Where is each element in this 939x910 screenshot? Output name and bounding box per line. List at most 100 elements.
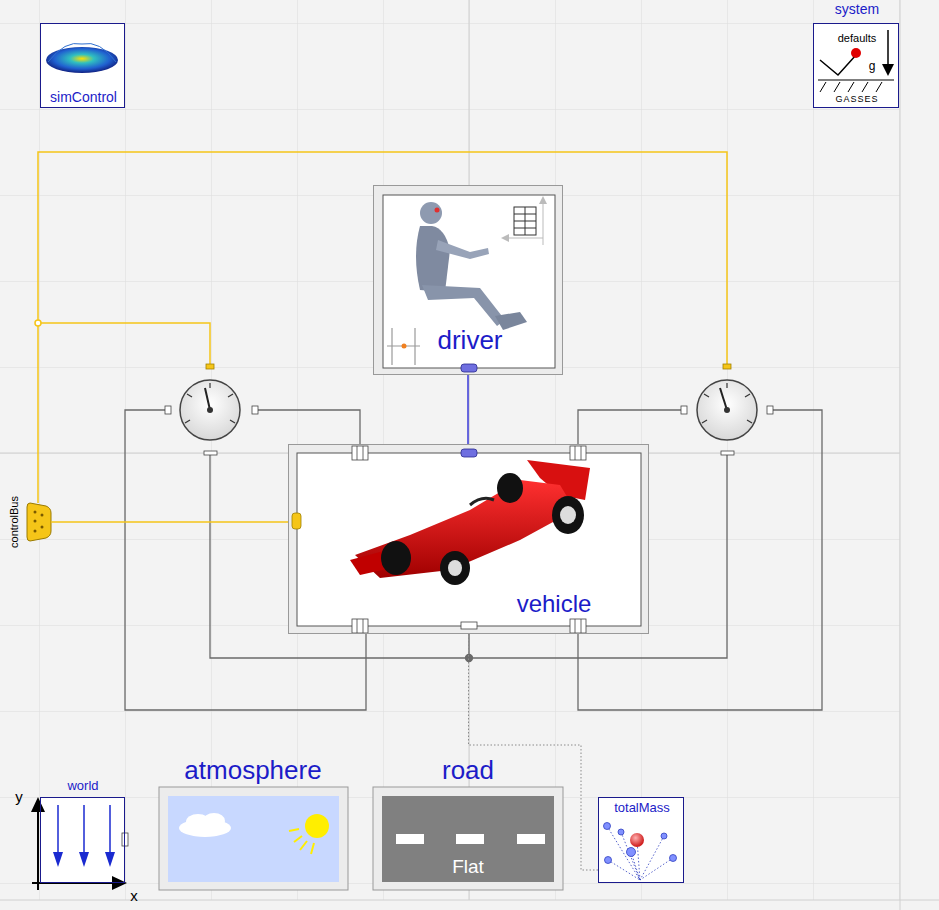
- world-icon: [122, 833, 128, 846]
- atmosphere-icon: [289, 829, 299, 831]
- bus-wire: [206, 364, 214, 369]
- speed-sensor: [252, 406, 258, 414]
- speed-sensor: [207, 407, 213, 413]
- totalmass-icon: [630, 833, 644, 847]
- vehicle-ports: [461, 449, 477, 457]
- bus-line: [51, 521, 288, 523]
- vehicle-ports: [352, 619, 368, 633]
- driver-icon: [420, 202, 442, 224]
- vehicle-ports: [357, 619, 358, 633]
- system-icon: [820, 82, 882, 92]
- system-icon: [876, 82, 882, 92]
- vehicle-block: vehicle: [288, 444, 649, 634]
- world-icon: [105, 852, 115, 867]
- vehicle-icon: [440, 551, 470, 585]
- road-icon: [373, 787, 563, 890]
- atmosphere-icon: [311, 843, 314, 854]
- system-icon: [851, 48, 861, 58]
- atmosphere-icon: [289, 829, 314, 854]
- connect-line: [467, 375, 469, 444]
- road-icon: [396, 834, 545, 844]
- block-text: g: [869, 60, 876, 73]
- world-block: worldyx: [40, 797, 125, 883]
- totalmass-icon: [627, 848, 636, 857]
- bus-connector: [41, 526, 44, 529]
- world-icon: [53, 852, 63, 867]
- block-label: totalMass: [614, 801, 670, 815]
- atmosphere-block: atmosphere: [159, 787, 348, 890]
- totalmass-icon: [640, 836, 664, 880]
- totalmass-icon: [607, 826, 673, 880]
- block-text: defaults: [838, 32, 877, 44]
- driver-icon: [373, 185, 563, 375]
- mass-link: [469, 634, 599, 870]
- vehicle-ports: [575, 446, 576, 460]
- bus-wire: [38, 323, 210, 365]
- vehicle-ports: [461, 622, 477, 629]
- flange-wire: [255, 410, 360, 444]
- driver-icon: [435, 208, 440, 213]
- block-label: system: [835, 2, 879, 17]
- grid: [0, 0, 900, 900]
- totalmass-block: totalMass: [598, 797, 684, 883]
- driver-icon: [383, 195, 555, 368]
- vehicle-ports: [461, 364, 477, 372]
- driver-icon: [505, 238, 543, 239]
- road-icon: [517, 834, 545, 844]
- vehicle-ports: [570, 619, 586, 633]
- speed-sensor: [721, 451, 734, 455]
- speed-sensor: [697, 380, 757, 440]
- vehicle-ports: [581, 446, 582, 460]
- road-icon: [382, 796, 554, 882]
- bus-wire: [723, 364, 731, 369]
- atmosphere-icon: [159, 787, 348, 890]
- system-icon: [820, 55, 856, 75]
- block-text: y: [15, 789, 23, 806]
- simcontrol-icon: [40, 23, 125, 108]
- bus-connector: [34, 511, 37, 514]
- block-text: Flat: [452, 857, 484, 878]
- speed-sensor: [180, 380, 240, 440]
- vehicle-icon: [470, 498, 494, 505]
- bus-connector: [34, 511, 44, 533]
- totalmass-icon: [640, 858, 673, 880]
- system-icon: [818, 79, 894, 80]
- atmosphere-icon: [294, 836, 302, 842]
- vehicle-icon: [288, 444, 649, 634]
- speed-sensor: [726, 383, 727, 388]
- vehicle-icon: [497, 473, 523, 503]
- vehicle-ports: [352, 446, 368, 460]
- bus-connector: controlBus: [27, 503, 51, 541]
- vehicle-ports: [570, 446, 586, 460]
- block-label: world: [67, 779, 98, 793]
- atmosphere-icon: [179, 813, 231, 837]
- atmosphere-icon: [300, 841, 307, 850]
- block-label: driver: [437, 326, 502, 355]
- speed-sensor: [230, 420, 235, 423]
- system-icon: [862, 82, 868, 92]
- block-label: simControl: [50, 90, 117, 105]
- flange-wire: [578, 410, 684, 444]
- speed-sensor: [724, 407, 730, 413]
- speed-sensor: [704, 394, 709, 397]
- vehicle-ports: [357, 446, 358, 460]
- world-icon: [79, 852, 89, 867]
- simcontrol-icon: [46, 47, 118, 73]
- road-icon: [456, 834, 484, 844]
- vehicle-icon: [448, 560, 462, 576]
- system-icon: [887, 30, 889, 68]
- atmosphere-icon: [203, 813, 225, 829]
- connect-line: [468, 375, 469, 444]
- driver-icon: [514, 207, 536, 235]
- block-label: road: [442, 756, 494, 785]
- world-icon: [109, 805, 111, 855]
- totalmass-icon: [605, 857, 612, 864]
- driver-icon: [539, 196, 547, 204]
- speed-sensor: [165, 406, 171, 414]
- block-label: atmosphere: [184, 756, 321, 785]
- totalmass-icon: [670, 855, 677, 862]
- vehicle-icon: [560, 506, 576, 524]
- atmosphere-icon: [159, 787, 348, 890]
